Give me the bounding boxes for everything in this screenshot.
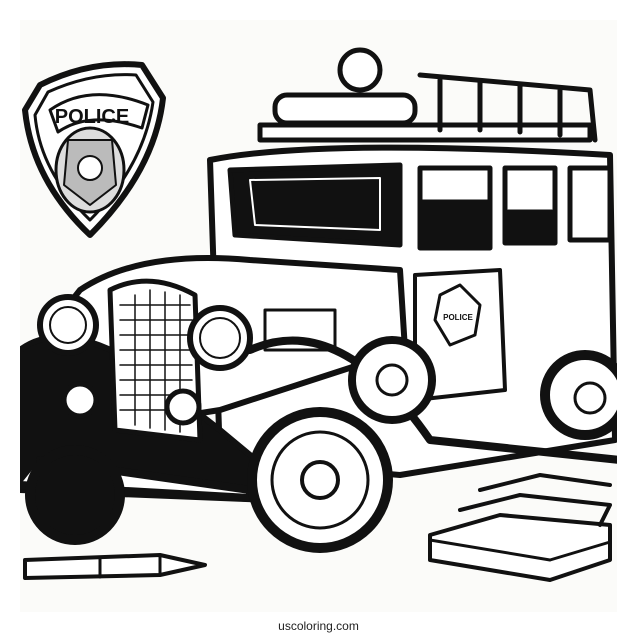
door-emblem-text: POLICE xyxy=(443,313,473,322)
coloring-page-illustration: POLICE POLICE xyxy=(20,20,617,612)
pencil-drawing xyxy=(23,553,207,580)
grille-and-headlights-drawing xyxy=(37,278,337,443)
police-badge-drawing: POLICE xyxy=(22,61,166,238)
roof-rack-drawing xyxy=(257,47,598,143)
badge-text: POLICE xyxy=(55,106,129,128)
wooden-blocks-drawing xyxy=(428,473,612,582)
site-watermark: uscoloring.com xyxy=(278,619,359,633)
wheels-drawing xyxy=(25,336,617,553)
